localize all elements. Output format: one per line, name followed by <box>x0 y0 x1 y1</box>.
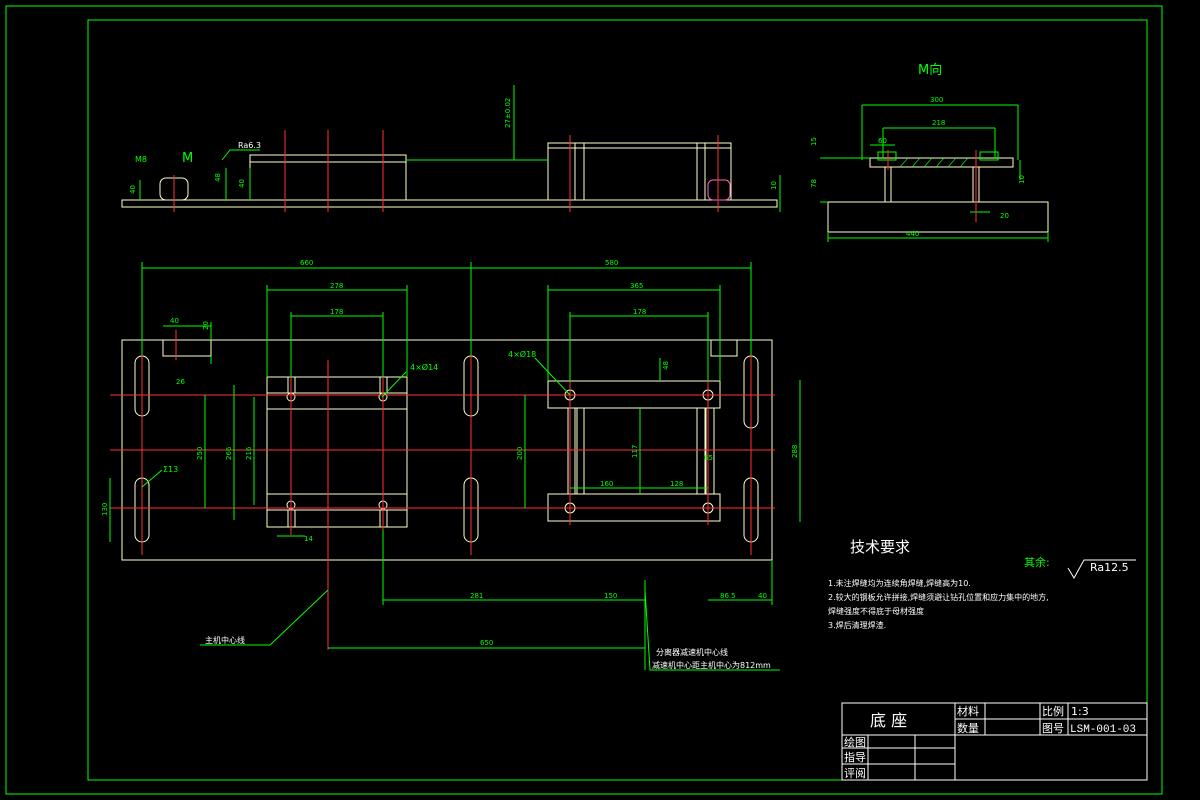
front-view-centerlines <box>173 130 719 212</box>
dim-86-5: 86.5 <box>720 592 736 600</box>
front-view-dimensions <box>139 85 781 212</box>
dim-650: 650 <box>480 639 493 647</box>
dim-580: 580 <box>605 259 618 267</box>
dim-40-a: 40 <box>129 185 137 194</box>
dim-65: 65 <box>704 454 713 462</box>
plan-centerlines <box>110 330 775 650</box>
m-dim-218: 218 <box>932 119 945 127</box>
material-label: 材料 <box>957 704 979 718</box>
dim-40-top: 40 <box>170 317 179 325</box>
part-name: 底 座 <box>870 711 907 730</box>
dim-40-bottom: 40 <box>758 592 767 600</box>
tech-rest-value: Ra12.5 <box>1090 561 1129 574</box>
tech-line-3: 焊缝强度不得底于母材强度 <box>828 606 924 616</box>
dim-48: 48 <box>214 173 222 182</box>
m-arrow-label: M <box>182 151 193 166</box>
hole-label-right: 4×Ø18 <box>508 349 536 359</box>
dim-40-b: 40 <box>238 179 246 188</box>
roughness-label: Ra6.3 <box>238 141 261 150</box>
dim-128: 128 <box>670 480 683 488</box>
dim-14: 14 <box>304 535 313 543</box>
scale-value: 1:3 <box>1071 705 1089 718</box>
drawing-no-label: 图号 <box>1042 722 1064 735</box>
review-label: 评阅 <box>844 767 866 780</box>
m-view <box>827 151 1049 233</box>
dim-216: 216 <box>245 446 253 460</box>
m-dim-440: 440 <box>906 230 919 238</box>
note-separator-2: 减速机中心距主机中心为812mm <box>652 660 771 670</box>
m-dim-10: 10 <box>1018 175 1026 184</box>
dim-281: 281 <box>470 592 483 600</box>
title-block <box>841 702 1148 781</box>
dim-250: 250 <box>196 447 204 460</box>
dim-365: 365 <box>630 282 643 290</box>
dim-266: 266 <box>225 446 233 460</box>
tech-line-1: 1.未注焊缝均为连续角焊缝,焊缝高为10. <box>828 578 971 588</box>
dim-200: 200 <box>516 447 524 460</box>
tech-rest-label: 其余: <box>1024 555 1050 569</box>
dim-278: 278 <box>330 282 343 290</box>
m-dim-300: 300 <box>930 96 943 104</box>
quantity-label: 数量 <box>957 722 979 735</box>
dim-48: 48 <box>662 361 670 370</box>
dim-130: 130 <box>101 503 109 516</box>
dim-27: 27±0.02 <box>504 98 512 128</box>
dim-178-left: 178 <box>330 308 343 316</box>
dim-26: 26 <box>176 378 185 386</box>
dim-660: 660 <box>300 259 313 267</box>
dim-117: 117 <box>631 445 639 458</box>
tech-line-4: 3.焊后清理焊渣. <box>828 620 886 630</box>
note-separator-1: 分离器减速机中心线 <box>656 647 728 657</box>
dim-150: 150 <box>604 592 617 600</box>
tech-line-2: 2.较大的钢板允许拼接,焊缝须避让钻孔位置和应力集中的地方, <box>828 592 1049 602</box>
dim-160: 160 <box>600 480 613 488</box>
m8-label: M8 <box>135 155 147 164</box>
plan-dimensions <box>109 262 801 671</box>
note-main-center: 主机中心线 <box>205 635 245 645</box>
dim-20-top: 20 <box>202 321 210 330</box>
drawing-no-value: LSM-001-03 <box>1070 724 1136 736</box>
m-dim-60: 60 <box>878 137 887 145</box>
m-view-title: M向 <box>918 62 942 78</box>
m-view-hatch <box>899 157 969 168</box>
hole-label-left: 4×Ø14 <box>410 362 438 372</box>
m-dim-20: 20 <box>1000 212 1009 220</box>
dim-10-front: 10 <box>770 181 778 190</box>
m-view-dimensions <box>820 104 1049 242</box>
guide-label: 指导 <box>844 750 866 764</box>
draw-label: 绘图 <box>844 735 866 749</box>
inner-frame <box>87 19 1148 781</box>
m-dim-15: 15 <box>810 137 818 146</box>
scale-label: 比例 <box>1042 704 1064 718</box>
dim-178-right: 178 <box>633 308 646 316</box>
tech-heading: 技术要求 <box>850 538 910 556</box>
roughness-symbol <box>1067 559 1136 579</box>
m-dim-78: 78 <box>810 179 818 188</box>
slot-label: Σ13 <box>163 465 178 474</box>
outer-frame <box>5 5 1163 795</box>
dim-288: 288 <box>791 445 799 458</box>
